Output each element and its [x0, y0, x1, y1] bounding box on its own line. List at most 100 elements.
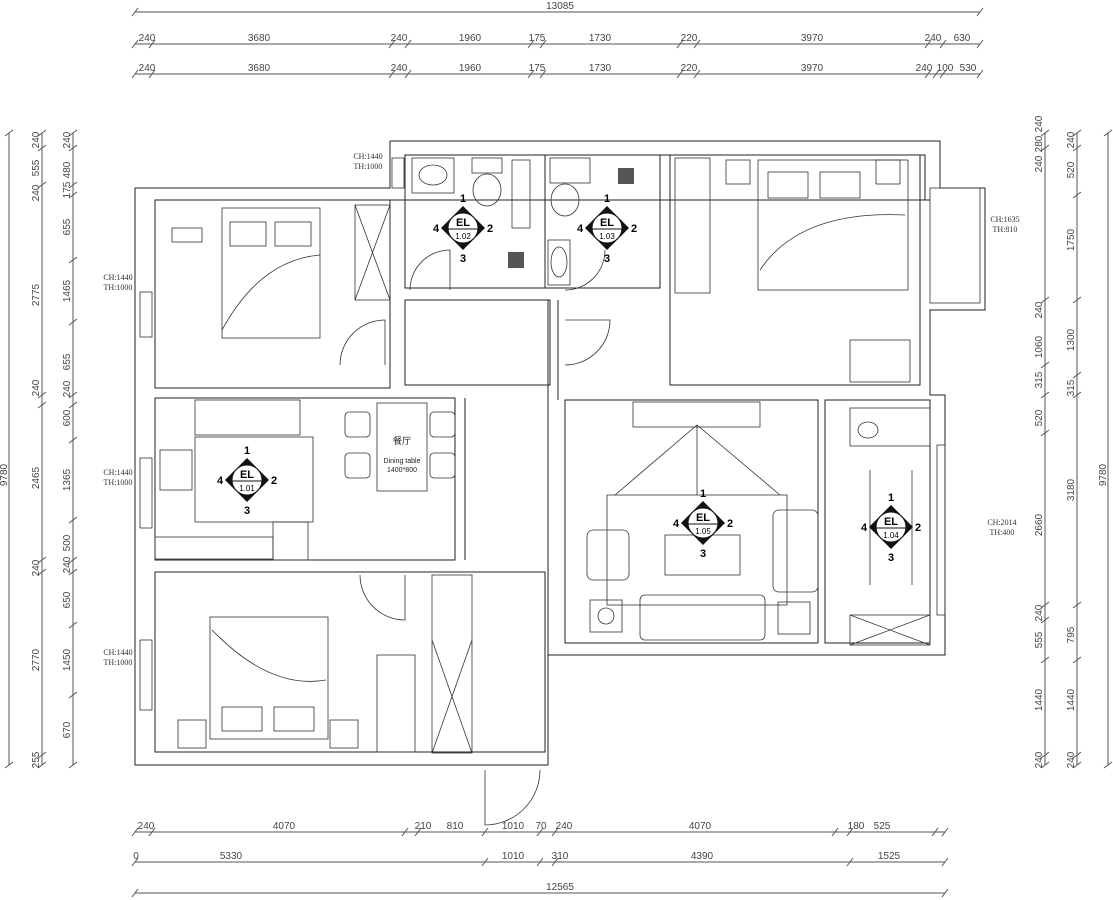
elevation-direction-label: 1	[700, 488, 706, 500]
window-ch-label: CH:1635	[990, 215, 1019, 224]
window-th-label: TH:1000	[104, 658, 133, 667]
dimension-label: 240	[391, 63, 408, 74]
side-table	[777, 601, 811, 635]
dimension-label: 240	[1066, 131, 1077, 148]
dimension-label: 1440	[1034, 688, 1045, 711]
dimension-label: 3970	[801, 33, 824, 44]
window-th-label: TH:1000	[354, 162, 383, 171]
elevation-direction-label: 2	[487, 223, 493, 235]
elevation-marker-label: EL	[884, 516, 898, 528]
door	[409, 249, 451, 291]
floor-drain	[618, 168, 634, 184]
dimension-label: 530	[960, 63, 977, 74]
dimension-label: 310	[552, 851, 569, 862]
bedroom-2	[154, 571, 546, 753]
dimension-label: 315	[1066, 379, 1077, 396]
window	[929, 187, 981, 304]
door	[339, 319, 386, 366]
dimension-label: 1365	[62, 468, 73, 491]
dimension-label: 280	[1034, 135, 1045, 152]
door	[564, 319, 611, 366]
dimension-label: 240	[925, 33, 942, 44]
dimension-label: 2465	[31, 466, 42, 489]
dimension-label: 240	[1066, 751, 1077, 768]
dimension-label: 4390	[691, 851, 714, 862]
dimension-label: 240	[1034, 155, 1045, 172]
dimension-label: 520	[1066, 161, 1077, 178]
floor-drain	[508, 252, 524, 268]
dimension-label: 555	[1034, 631, 1045, 648]
elevation-marker-code: 1.03	[599, 232, 615, 241]
elevation-direction-label: 3	[460, 253, 466, 265]
dimension-label: 240	[31, 379, 42, 396]
elevation-direction-label: 2	[271, 475, 277, 487]
chair	[344, 411, 371, 438]
dining-table-label: Dining table	[384, 458, 421, 465]
corridor	[404, 299, 551, 386]
dimension-label: 2775	[31, 283, 42, 306]
dimension-label: 175	[529, 33, 546, 44]
lamp-icon	[597, 607, 615, 625]
elevation-direction-label: 4	[673, 518, 680, 530]
elevation-marker-code: 1.01	[239, 484, 255, 493]
cabinet	[431, 574, 473, 754]
dimension-label: 1730	[589, 63, 612, 74]
dimension-label: 220	[681, 33, 698, 44]
elevation-direction-label: 2	[915, 522, 921, 534]
dimension-label: 600	[62, 409, 73, 426]
dimension-label: 810	[447, 821, 464, 832]
elevation-marker-label: EL	[456, 217, 470, 229]
elevation-marker-label: EL	[696, 512, 710, 524]
dimension-label: 670	[62, 721, 73, 738]
dimension-label: 4070	[273, 821, 296, 832]
dimension-label: 520	[1034, 409, 1045, 426]
dimension-label: 240	[31, 184, 42, 201]
dimension-label: 240	[1034, 751, 1045, 768]
dimension-label: 1525	[878, 851, 901, 862]
dimension-label: 1465	[62, 279, 73, 302]
dimension-label: 240	[1034, 604, 1045, 621]
dining-table	[376, 402, 428, 492]
dimension-label: 175	[62, 181, 73, 198]
window-ch-label: CH:2014	[987, 518, 1016, 527]
window-ch-label: CH:1440	[103, 468, 132, 477]
dimension-label: 210	[415, 821, 432, 832]
elevation-direction-label: 2	[727, 518, 733, 530]
elevation-direction-label: 4	[577, 223, 584, 235]
dimension-label: 315	[1034, 371, 1045, 388]
toilet	[550, 183, 580, 217]
window-ch-label: CH:1440	[353, 152, 382, 161]
dimension-label: 9780	[1098, 463, 1109, 486]
dimension-label: 1300	[1066, 328, 1077, 351]
sink	[857, 421, 879, 439]
dimension-label: 1060	[1034, 335, 1045, 358]
dimension-label: 1010	[502, 821, 525, 832]
master-bedroom	[669, 154, 921, 386]
cabinet	[849, 614, 931, 646]
dimension-label: 1750	[1066, 228, 1077, 251]
dimension-label: 240	[1034, 301, 1045, 318]
dimension-label: 1730	[589, 33, 612, 44]
dimension-label: 1960	[459, 33, 482, 44]
dimension-label: 2770	[31, 648, 42, 671]
dimension-label: 240	[62, 131, 73, 148]
dimension-label: 12565	[546, 882, 574, 893]
dimension-label: 180	[848, 821, 865, 832]
dimension-label: 3180	[1066, 478, 1077, 501]
window	[139, 457, 153, 529]
walls: 餐厅 Dining table 1400*800	[134, 140, 986, 826]
elevation-direction-label: 3	[604, 253, 610, 265]
dimension-label: 0	[133, 851, 139, 862]
elevation-direction-label: 4	[861, 522, 868, 534]
elevation-direction-label: 2	[631, 223, 637, 235]
elevation-direction-label: 3	[888, 552, 894, 564]
dimension-label: 240	[139, 33, 156, 44]
wardrobe	[354, 204, 391, 301]
elevation-marker-code: 1.05	[695, 527, 711, 536]
bed	[221, 207, 321, 339]
dimension-label: 555	[31, 159, 42, 176]
